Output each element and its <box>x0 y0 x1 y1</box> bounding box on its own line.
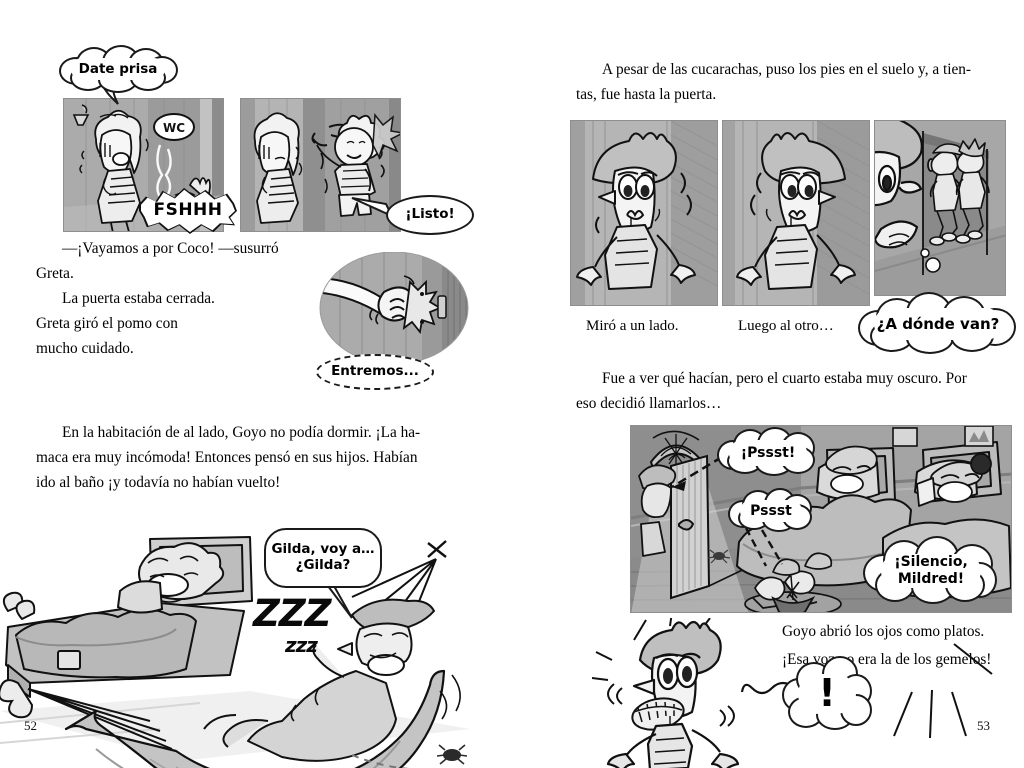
speech-bubble-entremos: Entremos... <box>316 354 434 390</box>
left-page: Date prisa <box>0 45 512 768</box>
panel-look-right <box>722 120 870 306</box>
para-line: maca era muy incómoda! Entonces pensó en… <box>36 449 418 466</box>
caption-look-right: Luego al otro… <box>738 318 834 335</box>
page-number-text: 53 <box>977 718 990 733</box>
svg-text:WC: WC <box>163 121 185 135</box>
para-line: En la habitación de al lado, Goyo no pod… <box>62 424 421 441</box>
bubble-line: Gilda, voy a… <box>271 541 375 558</box>
para-line: La puerta estaba cerrada. <box>62 290 215 307</box>
para-cucarachas: A pesar de las cucarachas, puso los pies… <box>576 57 1008 107</box>
thought-bubble-exclamation: ! <box>782 656 872 730</box>
para-line: Fue a ver qué hacían, pero el cuarto est… <box>602 370 967 387</box>
caption-look-left: Miró a un lado. <box>586 318 678 335</box>
sound-effect-text: FSHHH <box>153 200 223 220</box>
snore-zzz-small: zzz <box>285 633 318 657</box>
shock-lines-right <box>893 689 967 739</box>
speech-bubble-listo: ¡Listo! <box>386 195 474 235</box>
panel-look-left <box>570 120 718 306</box>
bubble-tail-pssst-soft <box>744 527 784 567</box>
para-line: mucho cuidado. <box>36 340 134 357</box>
bubble-text: Entremos... <box>331 363 419 380</box>
bubble-text: ¿A dónde van? <box>876 315 1000 333</box>
illus-hammock <box>0 515 512 768</box>
para-line: —¡Vayamos a por Coco! —susurró <box>62 240 279 257</box>
page-number-text: 52 <box>24 718 37 733</box>
speech-bubble-pssst-soft: Pssst <box>728 488 812 532</box>
bubble-text: ¡Listo! <box>405 206 455 223</box>
speech-bubble-gilda: Gilda, voy a… ¿Gilda? <box>264 528 382 588</box>
snore-zzz-large: ZZZ <box>253 592 331 635</box>
para-line: Greta giró el pomo con <box>36 315 178 332</box>
para-vayamos: —¡Vayamos a por Coco! —susurró Greta. <box>36 236 336 286</box>
thought-bubble-adonde-van: ¿A dónde van? <box>858 292 1016 354</box>
illus-goyo-shock <box>592 618 792 768</box>
bubble-line: ¡Silencio, <box>894 554 968 571</box>
right-page: A pesar de las cucarachas, puso los pies… <box>512 0 1024 768</box>
page-number-left: 52 <box>24 718 37 734</box>
illus-doorknob <box>318 252 474 364</box>
para-habitacion: En la habitación de al lado, Goyo no pod… <box>36 420 468 495</box>
snore-text: zzz <box>285 633 318 657</box>
para-oscuro: Fue a ver qué hacían, pero el cuarto est… <box>576 366 1008 416</box>
para-line: A pesar de las cucarachas, puso los pies… <box>602 61 971 78</box>
bubble-text: Date prisa <box>78 60 158 77</box>
para-line: eso decidió llamarlos… <box>576 395 722 412</box>
caption-text: Luego al otro… <box>738 318 834 334</box>
illus-bedroom <box>630 425 1012 613</box>
para-puerta: La puerta estaba cerrada. Greta giró el … <box>36 286 316 361</box>
para-line: tas, fue hasta la puerta. <box>576 86 717 103</box>
caption-text: Miró a un lado. <box>586 318 679 334</box>
bubble-line: Mildred! <box>897 571 965 587</box>
bubble-line: ¿Gilda? <box>295 557 351 573</box>
bubble-text: Pssst <box>750 502 792 519</box>
shock-lines-topright <box>953 643 993 675</box>
speech-bubble-silencio: ¡Silencio, Mildred! <box>863 536 997 604</box>
para-line: Goyo abrió los ojos como platos. <box>782 623 985 640</box>
speech-bubble-date-prisa: Date prisa <box>59 45 178 93</box>
para-line: ido al baño ¡y todavía no habían vuelto! <box>36 474 281 491</box>
bubble-text: ! <box>818 671 836 716</box>
speech-bubble-pssst-loud: ¡Pssst! <box>717 427 817 476</box>
panel-twins-run <box>874 120 1006 296</box>
snore-text: ZZZ <box>253 592 331 635</box>
thought-tail-exclamation <box>740 681 797 695</box>
para-line: Greta. <box>36 265 74 282</box>
bubble-tail-gilda <box>326 584 353 619</box>
bubble-text: ¡Pssst! <box>740 444 796 461</box>
page-number-right: 53 <box>977 718 990 734</box>
bubble-tail-pssst-loud <box>671 455 723 491</box>
